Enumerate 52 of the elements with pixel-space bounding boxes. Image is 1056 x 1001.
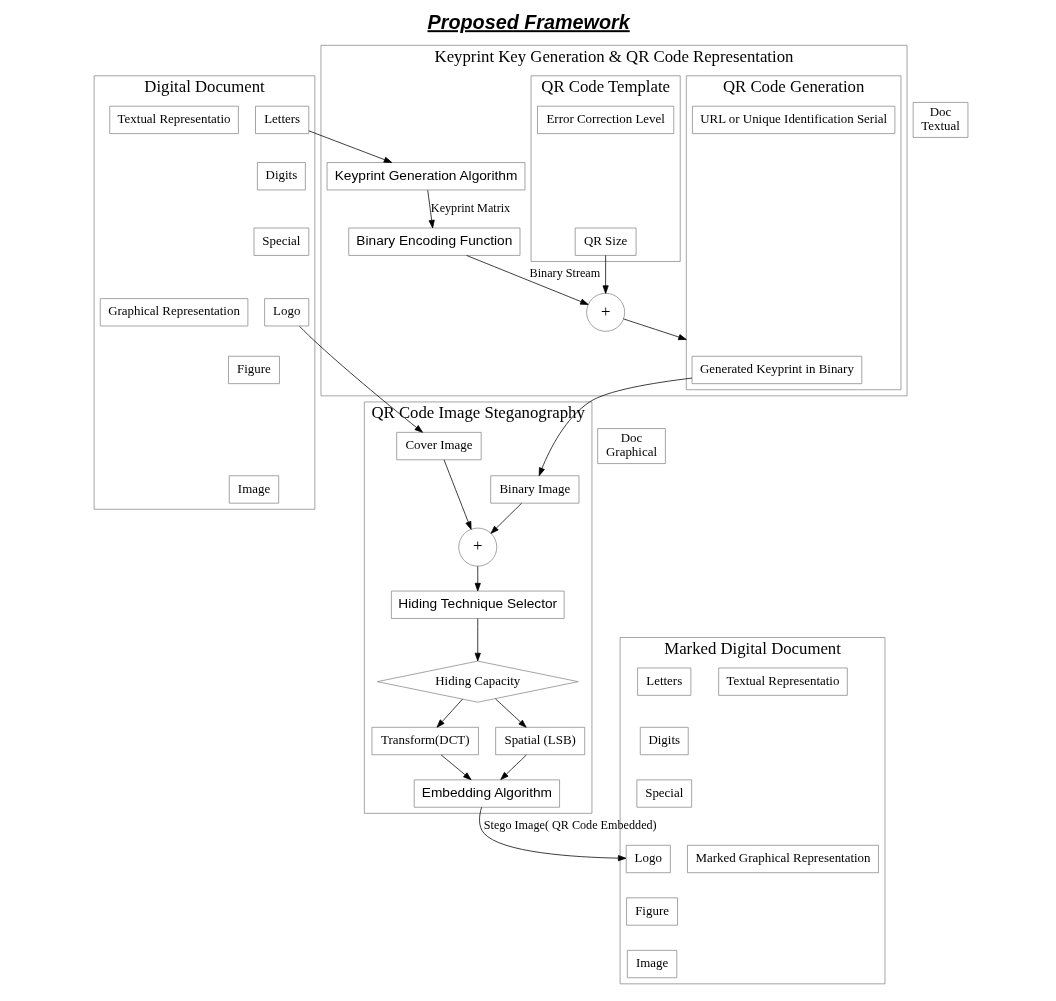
node-box: QR Size <box>574 227 637 256</box>
arrow <box>474 565 481 592</box>
arrow <box>622 318 687 341</box>
edge-label: Binary Stream <box>529 266 601 281</box>
node-box: Keyprint Generation Algorithm <box>326 162 526 191</box>
arrow <box>440 754 472 781</box>
arrow <box>538 377 693 476</box>
node-box: Logo <box>264 298 310 327</box>
arrow <box>427 189 435 229</box>
node-box: Error Correction Level <box>537 105 675 134</box>
node-box: Binary Image <box>490 475 580 504</box>
node-box: Doc Graphical <box>597 428 666 464</box>
node-box: URL or Unique Identification Serial <box>692 105 896 134</box>
arrow <box>602 255 609 294</box>
arrow <box>443 459 472 530</box>
arrow <box>436 698 463 728</box>
node-box: Doc Textual <box>912 102 969 138</box>
diagram-title: Proposed Framework <box>427 11 630 34</box>
node-box: Digits <box>639 726 689 756</box>
edge-label: Keyprint Matrix <box>430 200 511 215</box>
node-box: Marked Graphical Representation <box>687 844 879 874</box>
node-box: Binary Encoding Function <box>348 227 521 256</box>
node-box: Spatial (LSB) <box>495 726 586 756</box>
arrow <box>474 618 481 662</box>
arrow <box>466 255 589 305</box>
node-box: Letters <box>255 105 310 134</box>
node-box: Textual Representatio <box>109 105 239 134</box>
arrow <box>308 130 393 163</box>
node-box: Generated Keyprint in Binary <box>691 355 863 385</box>
node-box: Special <box>253 227 310 256</box>
node-box: Image <box>228 475 280 504</box>
node-box: Textual Representatio <box>718 667 848 696</box>
node-box: Embedding Algorithm <box>413 779 560 808</box>
node-box: Digits <box>257 162 306 191</box>
node-box: Special <box>636 779 693 808</box>
node-box: Logo <box>625 844 671 874</box>
node-box: Letters <box>637 667 692 696</box>
arrow <box>500 754 527 780</box>
node-box: Hiding Technique Selector <box>391 590 565 619</box>
node-box: Cover Image <box>396 432 482 461</box>
node-circle: + <box>586 292 626 332</box>
node-box: Graphical Representation <box>99 298 249 327</box>
arrow <box>299 325 423 433</box>
edge-label: Stego Image( QR Code Embedded) <box>483 818 657 833</box>
arrow <box>495 698 527 728</box>
node-diamond: Hiding Capacity <box>376 660 579 703</box>
node-box: Figure <box>228 355 280 385</box>
arrow <box>490 502 522 534</box>
node-box: Image <box>626 949 678 979</box>
node-box: Transform(DCT) <box>371 726 479 756</box>
node-box: Figure <box>626 897 678 926</box>
arrow <box>479 806 627 862</box>
